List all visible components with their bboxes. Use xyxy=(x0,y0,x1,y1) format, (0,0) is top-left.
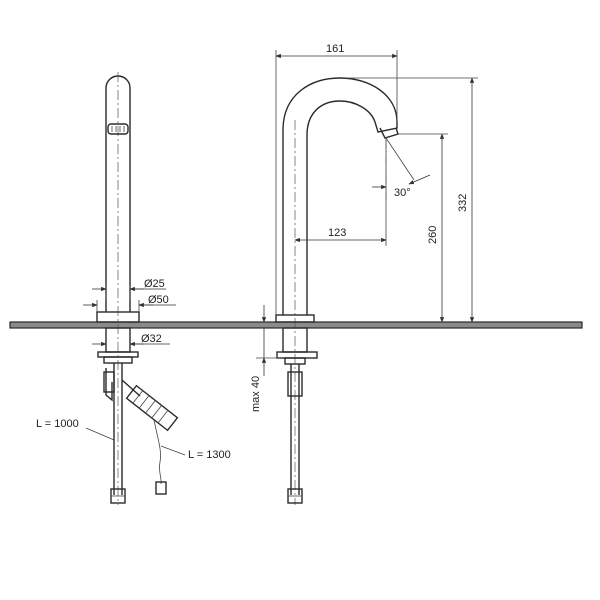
label-reach-123: 123 xyxy=(328,227,346,239)
front-solenoid-bracket xyxy=(105,368,113,402)
label-dia-32: Ø32 xyxy=(141,333,162,345)
label-cable-length: L = 1300 xyxy=(188,449,231,461)
label-hose-length: L = 1000 xyxy=(36,418,79,430)
spout-outer-contour xyxy=(282,77,398,315)
side-view: 161 332 260 123 30° xyxy=(250,43,478,505)
sensor-window-icon xyxy=(107,123,129,135)
front-base-rosette xyxy=(96,311,140,323)
dimension-reach-123: 123 xyxy=(294,140,387,246)
dimension-height-260: 260 xyxy=(398,133,448,323)
front-lock-nut xyxy=(103,356,133,364)
label-dia-25: Ø25 xyxy=(144,278,165,290)
label-dia-50: Ø50 xyxy=(148,294,169,306)
dimension-dia-50: Ø50 xyxy=(83,294,176,312)
label-height-260: 260 xyxy=(427,226,439,244)
side-supply-hose xyxy=(290,364,300,495)
side-base-rosette xyxy=(275,314,315,323)
sensor-cable xyxy=(153,419,162,485)
dimension-dia-25: Ø25 xyxy=(92,278,166,300)
dimension-angle-30: 30° xyxy=(372,137,431,200)
dimension-dia-32: Ø32 xyxy=(92,333,170,347)
side-fixing-plate xyxy=(276,351,318,359)
spout-nozzle xyxy=(374,121,398,133)
electronic-module xyxy=(125,384,179,432)
label-angle-30: 30° xyxy=(394,187,411,199)
cable-plug xyxy=(155,481,167,495)
countertop xyxy=(9,321,583,329)
label-width-161: 161 xyxy=(326,43,344,55)
spout-inner-contour xyxy=(306,100,376,315)
label-height-332: 332 xyxy=(457,194,469,212)
label-max-40: max 40 xyxy=(250,376,262,412)
front-view: Ø25 Ø50 Ø32 L = 1000 L = 1300 xyxy=(36,72,231,505)
dimension-width-161: 161 xyxy=(275,43,398,315)
leader-hose-length: L = 1000 xyxy=(36,418,115,441)
side-lock-nut xyxy=(284,357,306,365)
leader-cable-length: L = 1300 xyxy=(160,445,231,461)
dimension-height-332: 332 xyxy=(345,77,478,323)
dimension-max-40: max 40 xyxy=(250,305,280,412)
